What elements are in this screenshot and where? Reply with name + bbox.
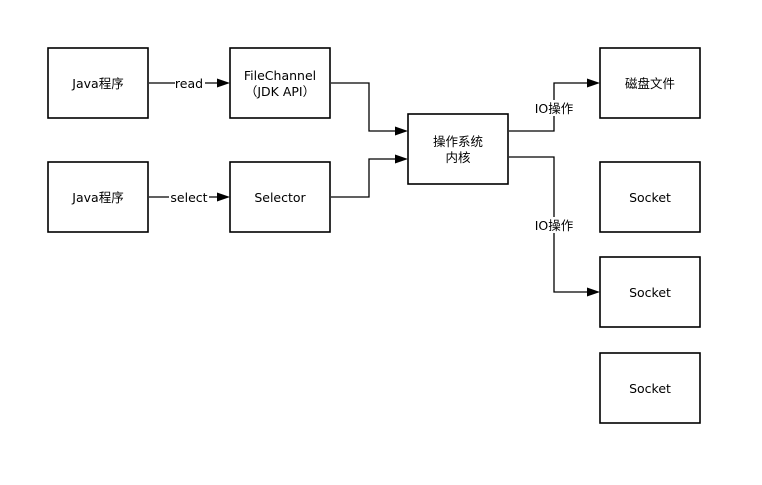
node-java-program-2-label: Java程序 bbox=[71, 190, 123, 205]
edge-kernel-to-disk: IO操作 bbox=[509, 78, 600, 132]
edge-filechannel-to-kernel bbox=[331, 82, 408, 136]
node-os-kernel-label-line2: 内核 bbox=[445, 150, 471, 165]
node-os-kernel-label-line1: 操作系统 bbox=[433, 134, 483, 149]
node-selector-label: Selector bbox=[254, 190, 306, 205]
edge-kernel-to-socket-label: IO操作 bbox=[535, 218, 574, 233]
edge-selector-to-kernel bbox=[331, 154, 408, 198]
node-socket-3: Socket bbox=[599, 352, 701, 424]
node-selector: Selector bbox=[229, 161, 331, 233]
node-java-program-2: Java程序 bbox=[47, 161, 149, 233]
edge-read: read bbox=[149, 75, 230, 91]
node-java-program-1-label: Java程序 bbox=[71, 76, 123, 91]
node-socket-3-label: Socket bbox=[629, 381, 671, 396]
node-disk-file: 磁盘文件 bbox=[599, 47, 701, 119]
node-socket-1-label: Socket bbox=[629, 190, 671, 205]
node-disk-file-label: 磁盘文件 bbox=[625, 76, 675, 91]
node-socket-2: Socket bbox=[599, 256, 701, 328]
node-java-program-1: Java程序 bbox=[47, 47, 149, 119]
edge-select-label: select bbox=[170, 190, 207, 205]
node-filechannel: FileChannel （JDK API） bbox=[229, 47, 331, 119]
edge-read-label: read bbox=[175, 76, 203, 91]
node-filechannel-label-line1: FileChannel bbox=[244, 68, 316, 83]
edge-select: select bbox=[149, 189, 230, 205]
edge-kernel-to-socket: IO操作 bbox=[509, 156, 600, 297]
node-filechannel-label-line2: （JDK API） bbox=[245, 84, 315, 99]
node-os-kernel: 操作系统 内核 bbox=[407, 113, 509, 185]
node-socket-1: Socket bbox=[599, 161, 701, 233]
edge-kernel-to-disk-label: IO操作 bbox=[535, 101, 574, 116]
node-socket-2-label: Socket bbox=[629, 285, 671, 300]
